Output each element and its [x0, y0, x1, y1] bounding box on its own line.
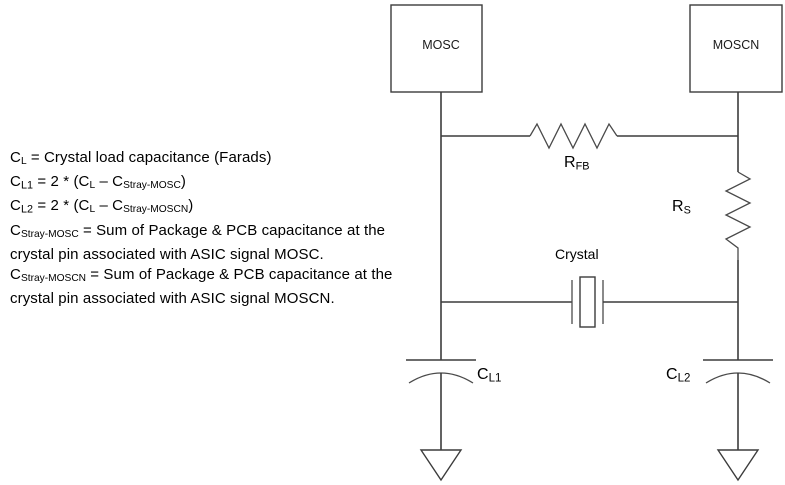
- mosc-block-label: MOSC: [422, 38, 460, 52]
- formula-line-cstray-moscn-definition: CStray-MOSCN = Sum of Package & PCB capa…: [10, 265, 393, 308]
- rfb-label: RFB: [564, 154, 589, 172]
- crystal-label: Crystal: [555, 246, 599, 262]
- formula-line-cl-definition: CL = Crystal load capacitance (Farads): [10, 149, 272, 168]
- cl1-label-sub: L1: [488, 372, 502, 385]
- moscn-block-label: MOSCN: [712, 38, 760, 52]
- formula-line-cl1-formula: CL1 = 2 * (CL – CStray-MOSC): [10, 173, 186, 192]
- rfb-label-base: R: [564, 154, 576, 171]
- crystal-body: [579, 276, 596, 328]
- rs-label-base: R: [672, 198, 684, 215]
- formula-notes: CL = Crystal load capacitance (Farads) CL…: [10, 148, 410, 309]
- moscn-block: [689, 4, 783, 93]
- mosc-block: [390, 4, 483, 93]
- rs-resistor-symbol: [724, 171, 752, 260]
- formula-line-cstray-mosc-definition: CStray-MOSC = Sum of Package & PCB capac…: [10, 221, 386, 263]
- formula-line-cl2-formula: CL2 = 2 * (CL – CStray-MOSCN): [10, 197, 194, 216]
- rs-label: RS: [672, 198, 691, 216]
- cl2-label: CL2: [666, 366, 690, 385]
- cl1-label: CL1: [477, 366, 501, 385]
- rfb-resistor-symbol: [529, 122, 618, 150]
- gnd-left-symbol: [419, 449, 463, 482]
- cl1-label-base: C: [477, 366, 489, 383]
- gnd-right-symbol: [716, 449, 760, 482]
- cl2-label-base: C: [666, 366, 678, 383]
- cl2-label-sub: L2: [677, 372, 691, 385]
- rs-label-sub: S: [683, 204, 691, 217]
- rfb-label-sub: FB: [575, 160, 590, 173]
